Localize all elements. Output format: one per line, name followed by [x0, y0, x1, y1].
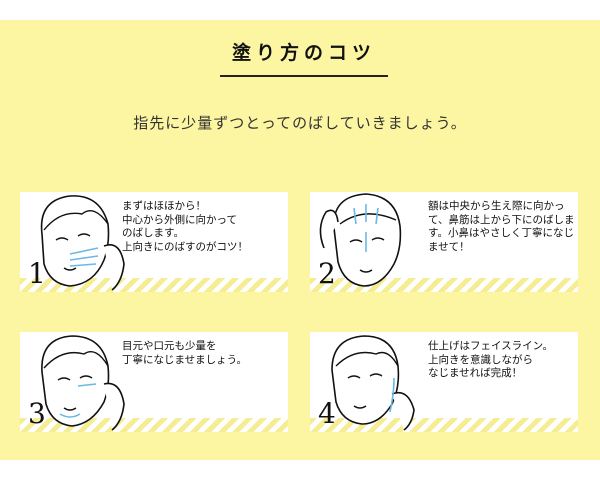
face-illustration-1: [40, 195, 125, 291]
step-card-1: 1 まずはほほから！ 中心から外側に向かって のばします。 上向きにのばすのがコ…: [20, 192, 288, 292]
step-number-3: 3: [28, 397, 46, 430]
step-text-1: まずはほほから！ 中心から外側に向かって のばします。 上向きにのばすのがコツ！: [122, 200, 248, 253]
step-number-4: 4: [318, 397, 336, 430]
face-illustration-4: [331, 335, 415, 431]
step-text-2: 額は中央から生え際に向かって、鼻筋は上から下にのばします。小鼻はやさしく丁寧にな…: [428, 200, 575, 253]
step-number-1: 1: [28, 257, 46, 290]
page-title: 塗り方のコツ: [220, 38, 388, 77]
face-illustration-2: [319, 193, 402, 287]
step-card-2: 2 額は中央から生え際に向かって、鼻筋は上から下にのばします。小鼻はやさしく丁寧…: [310, 192, 578, 292]
step-text-4: 仕上げはフェイスライン。 上向きを意識しながら なじませれば完成！: [428, 340, 554, 379]
step-text-3: 目元や口元も少量を 丁寧になじませましょう。: [122, 340, 248, 366]
face-illustration-3: [41, 335, 125, 431]
step-number-2: 2: [318, 257, 336, 290]
step-card-3: 3 目元や口元も少量を 丁寧になじませましょう。: [20, 332, 288, 432]
step-card-4: 4 仕上げはフェイスライン。 上向きを意識しながら なじませれば完成！: [310, 332, 578, 432]
page-subtitle: 指先に少量ずつとってのばしていきましょう。: [133, 114, 467, 132]
